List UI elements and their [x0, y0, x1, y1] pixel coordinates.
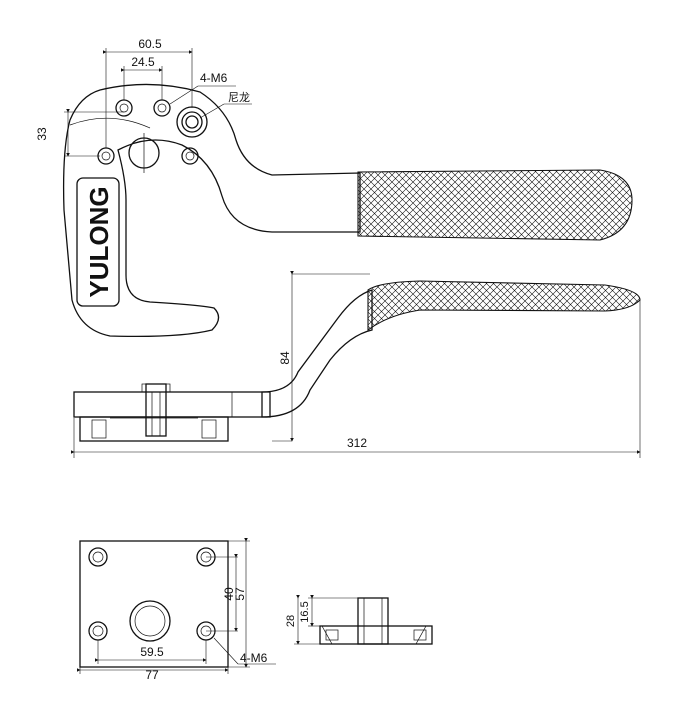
- dim-77: 77: [145, 668, 159, 682]
- base-section-view: [319, 597, 433, 645]
- base-plate-outline: [79, 540, 229, 668]
- dim-57: 57: [233, 587, 247, 601]
- section-plate: [319, 625, 433, 645]
- side-handle-grip: [367, 280, 641, 332]
- label-4-m6-base: 4-M6: [240, 651, 268, 665]
- section-stud: [357, 597, 389, 645]
- label-nylon: 尼龙: [228, 91, 250, 104]
- side-bracket: [79, 416, 229, 442]
- latch-top-view: YULONG: [62, 83, 633, 338]
- dim-16-5: 16.5: [299, 601, 311, 622]
- latch-inner-edge: [69, 117, 151, 129]
- latch-side-view: [73, 280, 641, 442]
- dim-24-5: 24.5: [131, 55, 155, 69]
- dim-40: 40: [222, 587, 236, 601]
- dim-312: 312: [347, 436, 367, 450]
- handle-grip: [357, 169, 633, 241]
- dim-33: 33: [35, 127, 49, 141]
- base-section-dimensions: 16.5 28: [285, 595, 358, 645]
- side-view-dimensions: 84 312: [71, 271, 641, 458]
- dim-84: 84: [278, 351, 292, 365]
- label-4-m6-top: 4-M6: [200, 71, 228, 85]
- dim-28: 28: [285, 615, 297, 627]
- latch-body-outline: [62, 83, 361, 338]
- brand-label: YULONG: [84, 186, 114, 297]
- brand-panel: [76, 177, 120, 307]
- nylon-bushing: [176, 106, 208, 138]
- dim-59-5: 59.5: [140, 645, 164, 659]
- base-center-bore: [129, 600, 171, 642]
- top-view-dimensions: 60.5 24.5 33 4-M6 尼龙: [35, 37, 252, 157]
- base-plate-dimensions: 40 57 59.5 77 4-M6: [77, 538, 276, 682]
- base-plate-holes: [88, 547, 216, 641]
- dim-60-5: 60.5: [138, 37, 162, 51]
- side-base-plate: [73, 391, 271, 418]
